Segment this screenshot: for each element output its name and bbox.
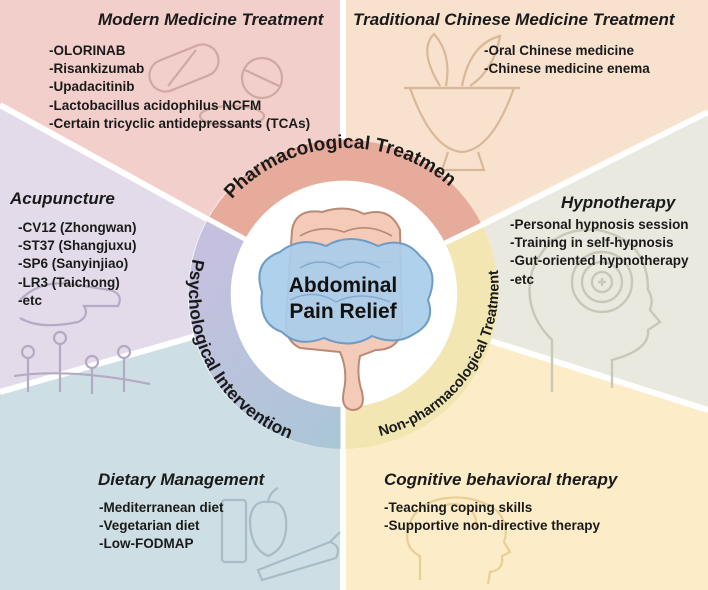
ring-nonpharmacological-band [343, 225, 499, 450]
list-item: -Risankizumab [49, 61, 145, 77]
hypnotherapy-title: Hypnotherapy [561, 193, 676, 212]
acupuncture-title: Acupuncture [10, 189, 115, 208]
mortar-herb-icon [404, 32, 520, 172]
list-item: -Gut-oriented hypnotherapy [510, 253, 689, 269]
list-item: -ST37 (Shangjuxu) [18, 238, 137, 254]
list-item: -OLORINAB [49, 43, 126, 58]
center-title-line2: Pain Relief [289, 300, 397, 323]
list-item: -Mediterranean diet [99, 500, 224, 515]
dietary-list: -Mediterranean diet -Vegetarian diet -Lo… [99, 499, 224, 554]
list-item: -Training in self-hypnosis [510, 235, 674, 251]
list-item: -Chinese medicine enema [484, 61, 650, 77]
ring-pharmacological-band [208, 139, 482, 243]
list-item: -Personal hypnosis session [510, 217, 689, 232]
pills-icon [148, 43, 284, 128]
list-item: -Vegetarian diet [99, 518, 200, 534]
tcm-title: Traditional Chinese Medicine Treatment [353, 10, 675, 29]
cbt-title: Cognitive behavioral therapy [384, 470, 618, 489]
list-item: -Supportive non-directive therapy [384, 518, 601, 534]
hypnotherapy-sector [343, 112, 708, 410]
list-item: -etc [510, 271, 535, 287]
hypnotherapy-list: -Personal hypnosis session -Training in … [510, 216, 689, 289]
list-item: -LR3 (Taichong) [18, 274, 120, 290]
ring-psychological-band [188, 219, 343, 449]
modern-medicine-title: Modern Medicine Treatment [98, 10, 324, 29]
dietary-title: Dietary Management [98, 470, 265, 489]
list-item: -SP6 (Sanyinjiao) [18, 256, 129, 272]
modern-medicine-list: -OLORINAB -Risankizumab -Upadacitinib -L… [49, 42, 310, 133]
list-item: -Oral Chinese medicine [484, 43, 635, 58]
center-title-line1: Abdominal [289, 274, 398, 297]
healthy-food-icon [220, 487, 341, 582]
thinking-head-icon [406, 496, 512, 585]
list-item: -Certain tricyclic antidepressants (TCAs… [49, 115, 311, 131]
list-item: -CV12 (Zhongwan) [18, 220, 137, 235]
tcm-list: -Oral Chinese medicine -Chinese medicine… [484, 42, 650, 78]
acupuncture-needles-icon [13, 282, 151, 394]
intestine-icon [258, 207, 434, 412]
list-item: -Upadacitinib [49, 79, 135, 95]
hypnosis-head-icon [528, 228, 662, 392]
ring-separators [206, 216, 484, 449]
list-item: -Teaching coping skills [384, 500, 533, 515]
list-item: -etc [18, 292, 43, 308]
acupuncture-list: -CV12 (Zhongwan) -ST37 (Shangjuxu) -SP6 … [18, 219, 137, 310]
list-item: -Lactobacillus acidophilus NCFM [49, 97, 262, 113]
list-item: -Low-FODMAP [99, 536, 194, 552]
acupuncture-sector [0, 105, 343, 392]
cbt-list: -Teaching coping skills -Supportive non-… [384, 499, 600, 535]
